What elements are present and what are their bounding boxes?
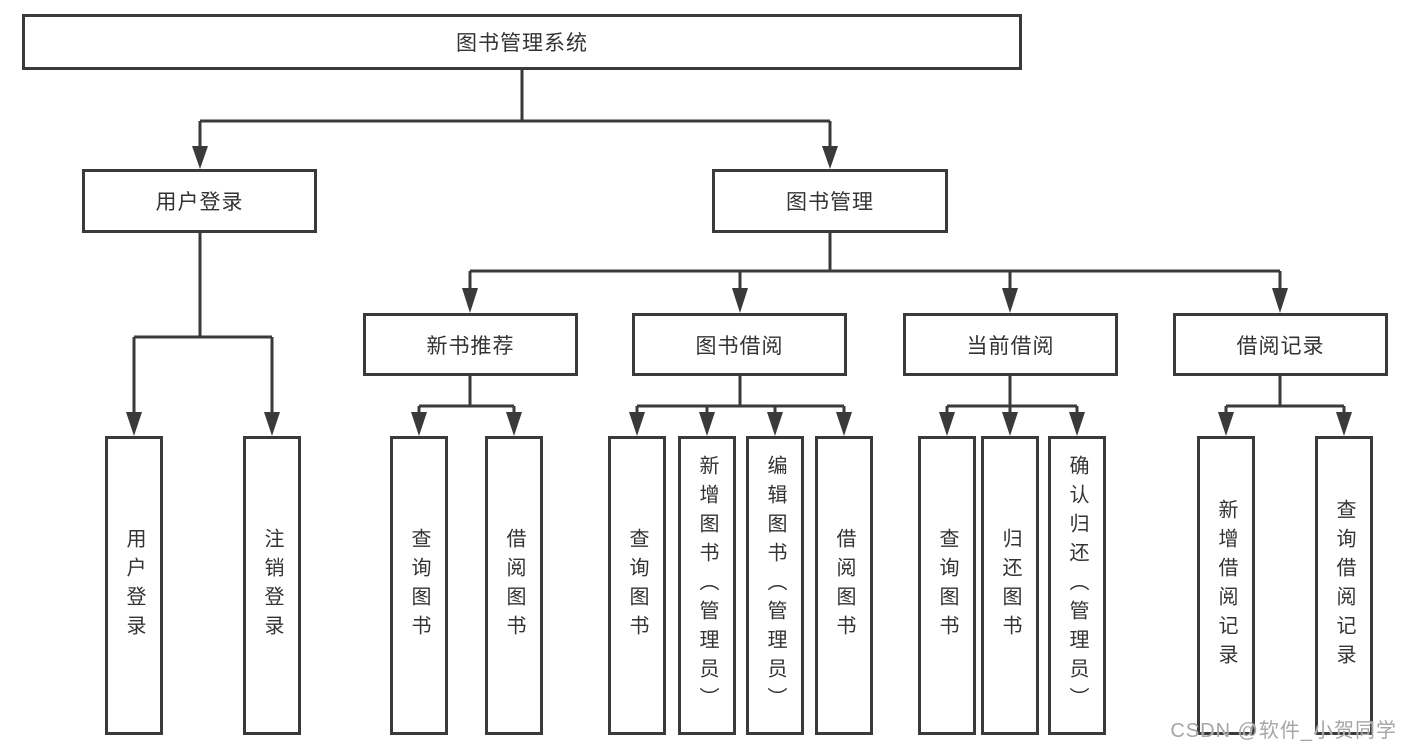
connector-book-management (462, 233, 1288, 313)
node-book-management-label: 图书管理 (786, 191, 874, 214)
node-current-confirm-return-admin-label: 确认归还（管理员） (1066, 455, 1088, 716)
node-borrow-query-books-label: 查询图书 (626, 527, 648, 644)
node-records-add-record: 新增借阅记录 (1197, 436, 1255, 735)
connector-root (192, 70, 838, 169)
node-current-query-books-label: 查询图书 (936, 527, 958, 644)
node-book-management: 图书管理 (712, 169, 948, 233)
node-user-login-action: 用户登录 (105, 436, 163, 735)
connector-borrow-records (1218, 376, 1352, 436)
node-borrow-edit-books-admin: 编辑图书（管理员） (746, 436, 804, 735)
watermark: CSDN @软件_小贺同学 (1170, 720, 1397, 742)
connector-current-borrow (939, 376, 1085, 436)
node-root-label: 图书管理系统 (456, 32, 588, 55)
node-borrow-borrow-books: 借阅图书 (815, 436, 873, 735)
node-current-query-books: 查询图书 (918, 436, 976, 735)
node-records-add-record-label: 新增借阅记录 (1215, 498, 1237, 673)
node-recommend-query-books: 查询图书 (390, 436, 448, 735)
node-borrow-edit-books-admin-label: 编辑图书（管理员） (764, 455, 786, 716)
node-borrow-borrow-books-label: 借阅图书 (833, 527, 855, 644)
node-new-book-recommend-label: 新书推荐 (426, 334, 515, 358)
node-user-login-action-label: 用户登录 (123, 527, 145, 644)
node-current-borrow: 当前借阅 (903, 313, 1118, 376)
node-records-query-record-label: 查询借阅记录 (1333, 498, 1355, 673)
node-root: 图书管理系统 (22, 14, 1022, 70)
connector-new-book-recommend (411, 376, 522, 436)
node-current-return-books-label: 归还图书 (999, 527, 1021, 644)
node-user-login: 用户登录 (82, 169, 317, 233)
node-borrow-add-books-admin-label: 新增图书（管理员） (696, 455, 718, 716)
connector-book-borrow (629, 376, 852, 436)
node-current-return-books: 归还图书 (981, 436, 1039, 735)
node-records-query-record: 查询借阅记录 (1315, 436, 1373, 735)
node-current-confirm-return-admin: 确认归还（管理员） (1048, 436, 1106, 735)
node-user-login-label: 用户登录 (155, 191, 244, 214)
node-logout-action-label: 注销登录 (261, 527, 283, 644)
node-new-book-recommend: 新书推荐 (363, 313, 578, 376)
node-recommend-borrow-books: 借阅图书 (485, 436, 543, 735)
node-recommend-borrow-books-label: 借阅图书 (503, 527, 525, 644)
node-borrow-add-books-admin: 新增图书（管理员） (678, 436, 736, 735)
node-borrow-records: 借阅记录 (1173, 313, 1388, 376)
node-borrow-records-label: 借阅记录 (1236, 334, 1325, 358)
node-recommend-query-books-label: 查询图书 (408, 527, 430, 644)
node-logout-action: 注销登录 (243, 436, 301, 735)
node-current-borrow-label: 当前借阅 (966, 334, 1055, 358)
connector-user-login (126, 233, 280, 436)
node-borrow-query-books: 查询图书 (608, 436, 666, 735)
node-book-borrow: 图书借阅 (632, 313, 847, 376)
node-book-borrow-label: 图书借阅 (695, 334, 784, 358)
